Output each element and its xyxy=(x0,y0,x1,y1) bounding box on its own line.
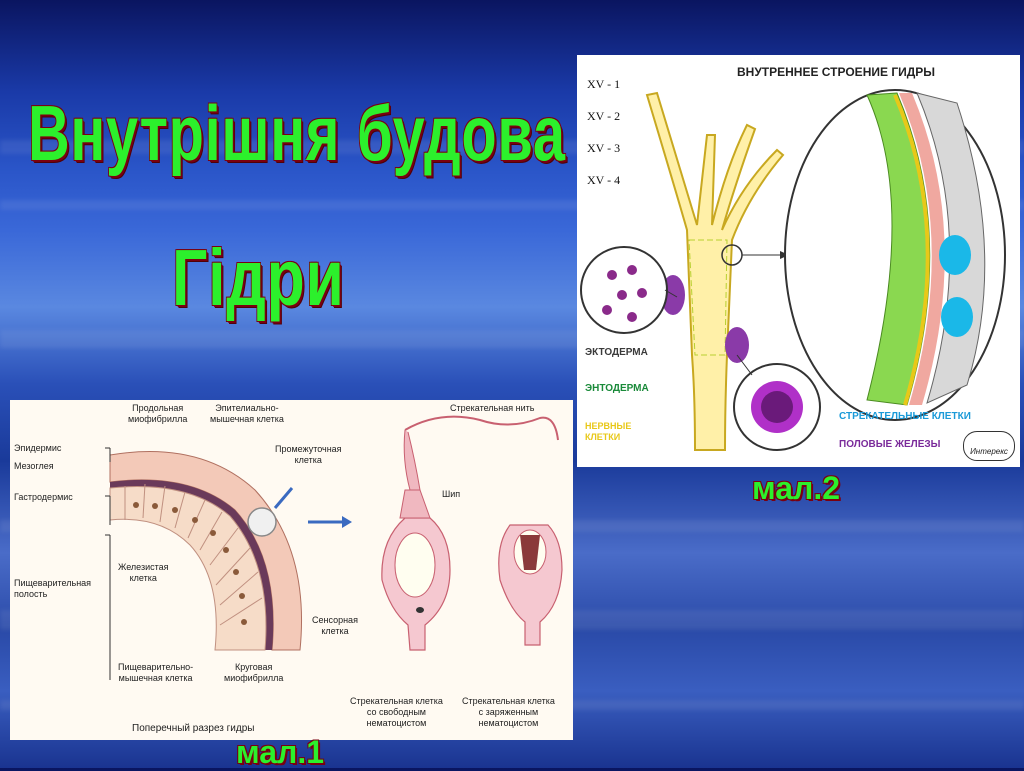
hydra-structure-illustration xyxy=(580,89,1006,451)
xv-label-4: XV - 4 xyxy=(587,173,621,187)
label-strekatelnye: СТРЕКАТЕЛЬНЫЕ КЛЕТКИ xyxy=(839,411,971,422)
label-krugovaya: Круговая миофибрилла xyxy=(224,662,284,683)
label-zhelezistaya: Железистая клетка xyxy=(118,562,169,583)
label-strek-zar: Стрекательная клетка с заряженным немато… xyxy=(462,696,555,728)
label-entoderma: ЭНТОДЕРМА xyxy=(585,383,649,394)
label-sensornaya: Сенсорная клетка xyxy=(312,615,358,636)
figure2-title: ВНУТРЕННЕЕ СТРОЕНИЕ ГИДРЫ xyxy=(737,65,936,79)
label-ektoderma: ЭКТОДЕРМА xyxy=(585,347,648,358)
bg-streak xyxy=(0,200,1024,210)
xv-label-3: XV - 3 xyxy=(587,141,621,155)
label-nervnye: НЕРВНЫЕ КЛЕТКИ xyxy=(585,421,632,442)
label-ship: Шип xyxy=(442,489,461,499)
label-razrez: Поперечный разрез гидры xyxy=(132,723,255,734)
label-epitel: Эпителиально- мышечная клетка xyxy=(210,403,284,424)
xv-label-1: XV - 1 xyxy=(587,77,621,91)
caption-figure2: мал.2 xyxy=(752,470,841,506)
label-mezogleya: Мезоглея xyxy=(14,461,54,471)
label-polovye: ПОЛОВЫЕ ЖЕЛЕЗЫ xyxy=(839,439,941,450)
label-pishch-myshech: Пищеварительно- мышечная клетка xyxy=(118,662,194,683)
interex-logo: Интерекс xyxy=(963,431,1015,461)
slide-title-line1: Внутрішня будова xyxy=(28,89,566,177)
figure1-cross-section: Продольная миофибрилла Эпителиально- мыш… xyxy=(10,400,573,740)
hydra-wall-illustration xyxy=(105,415,563,680)
caption-figure1: мал.1 xyxy=(236,734,325,770)
label-promezh: Промежуточная клетка xyxy=(275,444,342,465)
label-strekat-nit: Стрекательная нить xyxy=(450,403,535,413)
label-gastrodermis: Гастродермис xyxy=(14,492,73,502)
label-pishch-polost: Пищеварительная полость xyxy=(14,578,92,599)
xv-label-2: XV - 2 xyxy=(587,109,621,123)
slide-title-line2: Гідри xyxy=(172,233,345,322)
label-strek-svob: Стрекательная клетка со свободным немато… xyxy=(350,696,443,728)
label-prodolnaya: Продольная миофибрилла xyxy=(128,403,188,424)
figure2-internal-structure: ВНУТРЕННЕЕ СТРОЕНИЕ ГИДРЫ XV - 1 XV - 2 … xyxy=(577,55,1020,467)
label-epidermis: Эпидермис xyxy=(14,443,62,453)
